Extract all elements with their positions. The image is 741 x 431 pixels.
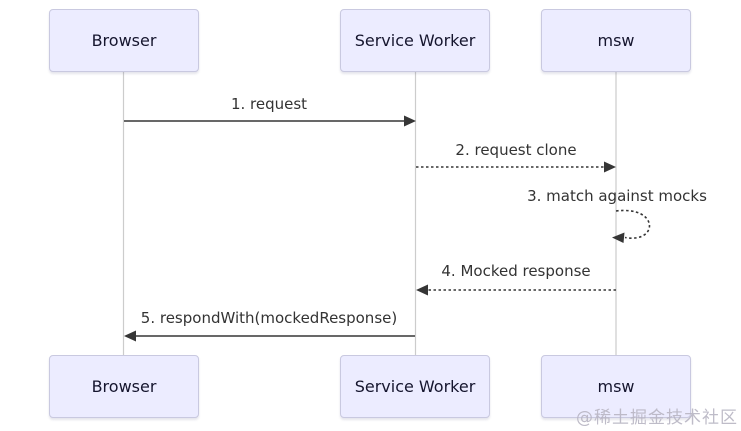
arrow-request-head	[404, 115, 416, 127]
arrow-mocked-response-head	[416, 284, 428, 296]
actor-label-service-worker-top: Service Worker	[354, 31, 476, 50]
actor-box-service-worker-bottom: Service Worker	[340, 355, 490, 418]
actor-label-service-worker-bottom: Service Worker	[354, 377, 476, 396]
actor-box-browser-top: Browser	[49, 9, 199, 72]
message-label-respond-with: 5. respondWith(mockedResponse)	[140, 309, 398, 327]
message-label-request-clone: 2. request clone	[455, 141, 577, 159]
message-label-mocked-response: 4. Mocked response	[441, 262, 591, 280]
actor-box-msw-bottom: msw	[541, 355, 691, 418]
message-label-match-against-mocks: 3. match against mocks	[527, 187, 707, 205]
actor-label-browser-bottom: Browser	[91, 377, 157, 396]
actor-box-browser-bottom: Browser	[49, 355, 199, 418]
actor-box-msw-top: msw	[541, 9, 691, 72]
actor-label-msw-bottom: msw	[597, 377, 635, 396]
actor-box-service-worker-top: Service Worker	[340, 9, 490, 72]
arrow-match-mocks-head	[612, 232, 625, 243]
actor-label-msw-top: msw	[597, 31, 635, 50]
message-label-request: 1. request	[230, 95, 308, 113]
watermark-juejin: @稀土掘金技术社区	[576, 408, 738, 428]
arrow-request-clone-head	[604, 161, 616, 173]
arrow-respond-with-head	[124, 330, 136, 342]
actor-label-browser-top: Browser	[91, 31, 157, 50]
arrow-match-mocks-loop	[615, 209, 651, 239]
